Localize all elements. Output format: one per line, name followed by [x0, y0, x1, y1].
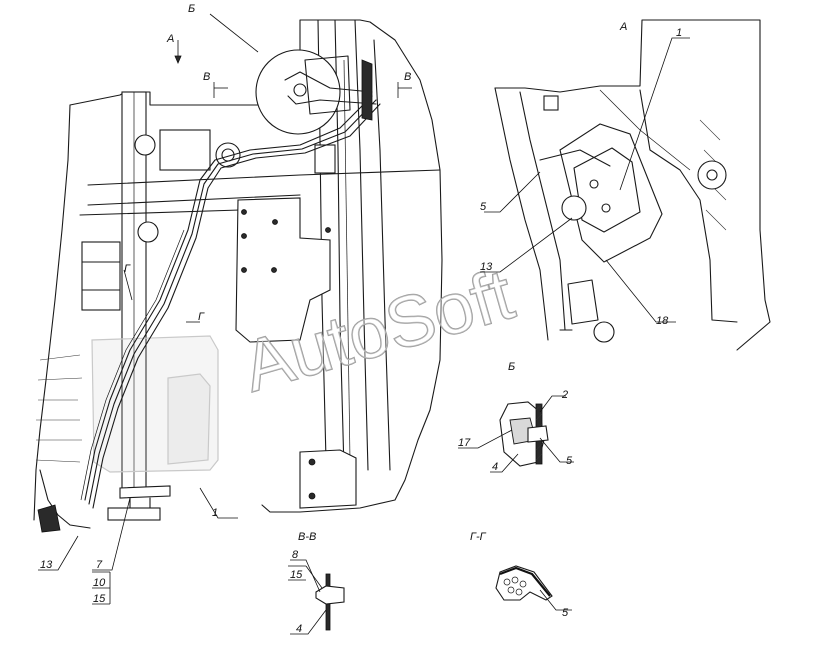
view-label-a-top: А	[166, 33, 174, 45]
callout-b-17: 17	[458, 437, 471, 449]
callout-b-5: 5	[566, 455, 573, 467]
callout-ra-13: 13	[480, 261, 493, 273]
callout-gg-5: 5	[562, 607, 569, 619]
view-label-v-left: В	[203, 71, 210, 83]
view-label-g-left: Г	[124, 263, 131, 275]
callout-main-1: 1	[212, 507, 218, 519]
callout-vv-8: 8	[292, 549, 299, 561]
callout-ra-5: 5	[480, 201, 487, 213]
view-label-b-detail: Б	[508, 361, 515, 373]
section-vv: 8 15 4	[288, 549, 345, 635]
callout-main-13: 13	[40, 559, 53, 571]
callout-main-7: 7	[96, 559, 103, 571]
callout-vv-4: 4	[296, 623, 302, 635]
main-view	[33, 19, 443, 533]
view-a-callouts: 1 5 13 18	[480, 27, 690, 327]
section-gg: 5	[495, 565, 572, 619]
callout-b-4: 4	[492, 461, 498, 473]
view-label-a-right: А	[619, 21, 627, 33]
callout-main-15: 15	[93, 593, 106, 605]
main-callouts: 1 7 10 15 13	[38, 487, 238, 605]
view-label-v-right: В	[404, 71, 411, 83]
view-a-detail	[494, 19, 771, 351]
callout-vv-15: 15	[290, 569, 303, 581]
section-label-gg: Г-Г	[470, 531, 487, 543]
callout-b-2: 2	[561, 389, 568, 401]
callout-main-10: 10	[93, 577, 106, 589]
callout-ra-18: 18	[656, 315, 669, 327]
detail-b: 2 17 4 5	[458, 389, 574, 473]
view-arrows	[123, 13, 412, 323]
callout-ra-1: 1	[676, 27, 682, 39]
view-label-g-right: Г	[198, 311, 205, 323]
section-label-vv: В-В	[298, 531, 316, 543]
view-label-b-top: Б	[188, 3, 195, 15]
